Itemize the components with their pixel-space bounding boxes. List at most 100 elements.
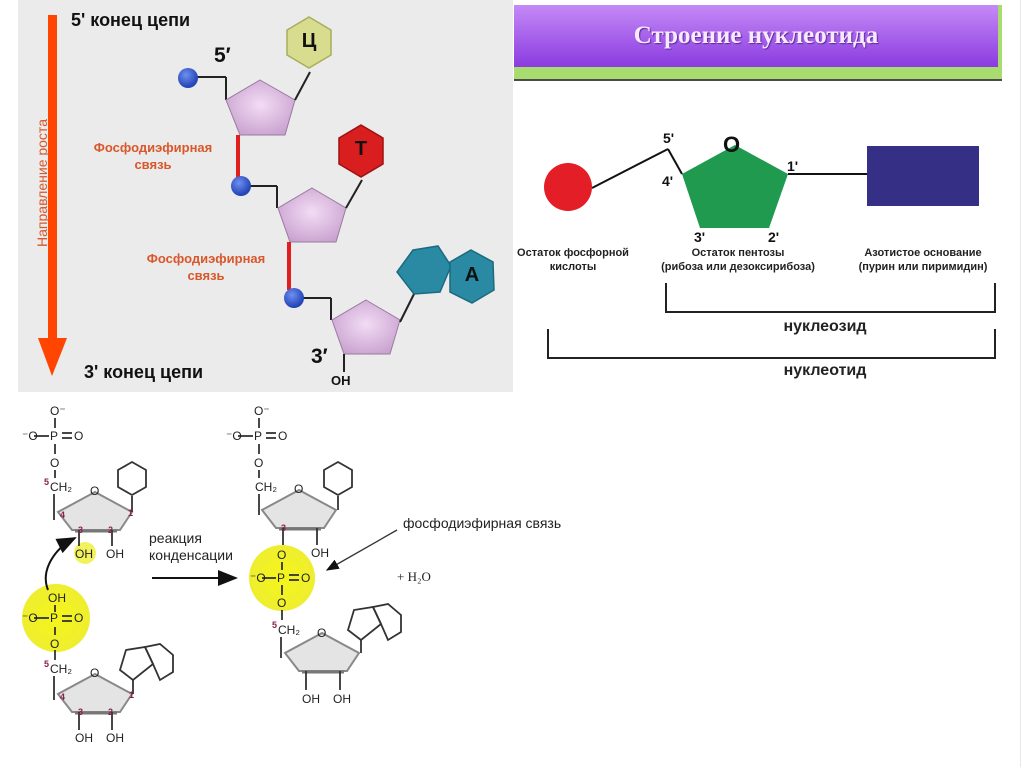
title-shadow xyxy=(998,5,1002,67)
base-purine-a-six xyxy=(449,249,495,304)
atom-oh-2: OH xyxy=(106,731,124,745)
atom-o: O xyxy=(254,456,264,470)
atom-oh-3: OH xyxy=(75,731,93,745)
atom-p: P xyxy=(50,429,59,443)
reaction-highlights xyxy=(22,542,315,652)
base-letter-c: Ц xyxy=(301,30,317,52)
carbon-number: 5 xyxy=(44,659,50,669)
phosphate-circle xyxy=(231,176,251,196)
oh-label: OH xyxy=(331,373,351,388)
title-underline xyxy=(514,67,1002,81)
atom-oh-2: OH xyxy=(106,547,124,561)
carbon-1-label: 1' xyxy=(787,158,799,174)
reaction-label: реакция конденсации xyxy=(149,530,233,564)
chain-diagram-panel xyxy=(18,0,513,392)
sugar-pentagon xyxy=(225,79,296,136)
nucleotide-3 xyxy=(284,245,495,372)
atom-p: P xyxy=(277,571,286,585)
pentose-caption: Остаток пентозы (рибоза или дезоксирибоз… xyxy=(648,246,828,274)
growth-arrow xyxy=(38,15,67,376)
base-purine-a-five xyxy=(396,245,452,295)
atom-o: O xyxy=(50,637,60,651)
growth-arrow-shaft xyxy=(48,15,57,340)
atom-o-ring: O xyxy=(317,626,327,640)
carbon-number: 3 xyxy=(78,707,84,717)
atom-oh-2: OH xyxy=(333,692,351,706)
bond-label-2-line2: связь xyxy=(187,268,225,283)
nucleotide-2 xyxy=(231,124,384,243)
carbon-5-label: 5' xyxy=(663,130,675,146)
bond-label-2-line1: Фосфодиэфирная xyxy=(146,251,266,266)
phosphate-residue-caption: Остаток фосфорной кислоты xyxy=(508,246,638,274)
atom-ch2: CH₂ xyxy=(50,662,72,676)
atom-p: P xyxy=(50,611,59,625)
carbon-number: 2 xyxy=(108,707,114,717)
carbon-number: 3 xyxy=(78,525,84,535)
phosphate-residue-circle xyxy=(544,163,592,211)
sugar-pentagon xyxy=(277,187,347,243)
atom-o: O xyxy=(277,596,287,610)
atom-ch2: CH₂ xyxy=(50,480,72,494)
atom-o-minus: O⁻ xyxy=(50,404,66,418)
phosphate-circle xyxy=(178,68,198,88)
atom-oh-3: OH xyxy=(302,692,320,706)
atom-o-ring: O xyxy=(90,666,100,680)
growth-arrow-head xyxy=(38,338,67,376)
nucleotide-schema xyxy=(544,145,979,228)
three-prime-end-label: 3' конец цепи xyxy=(84,362,204,382)
atom-oh-3: OH xyxy=(75,547,93,561)
atom-o-bridge: O xyxy=(277,548,287,562)
molecule-1 xyxy=(34,418,147,591)
carbon-number: 2 xyxy=(108,525,114,535)
phosphodiester-bond-callout: фосфодиэфирная связь xyxy=(403,515,562,531)
base-letter-a: A xyxy=(464,264,480,286)
carbon-3-label: 3' xyxy=(694,229,706,245)
page-title: Строение нуклеотида xyxy=(633,22,879,49)
five-prime-end-label: 5' конец цепи xyxy=(71,10,191,30)
carbon-number: 4 xyxy=(60,510,66,520)
nucleotide-label: нуклеотид xyxy=(783,362,867,379)
nitrogen-base-caption: Азотистое основание (пурин или пиримидин… xyxy=(848,246,998,274)
ring-oxygen-label: O xyxy=(723,132,741,157)
atom-p: P xyxy=(254,429,263,443)
reaction-label-line1: реакция xyxy=(149,530,202,546)
atom-o-minus: ⁻O xyxy=(22,611,38,625)
atom-o-ring: O xyxy=(90,484,100,498)
pentose-caption-line1: Остаток пентозы xyxy=(691,247,785,259)
carbon-number: 1 xyxy=(128,508,134,518)
atom-o-minus: ⁻O xyxy=(22,429,38,443)
carbon-number: 3 xyxy=(281,523,287,533)
sugar-pentagon xyxy=(331,299,401,355)
three-prime-mark: 3′ xyxy=(311,345,328,368)
atom-o-minus: ⁻O xyxy=(250,571,266,585)
carbon-number: 1 xyxy=(129,690,135,700)
atom-oh-2: OH xyxy=(311,546,329,560)
bond-label-1-line2: связь xyxy=(134,157,172,172)
base-caption-line2: (пурин или пиримидин) xyxy=(858,261,988,273)
atom-o: O xyxy=(74,611,84,625)
nucleoside-bracket xyxy=(665,283,996,313)
atom-ch2: CH₂ xyxy=(255,480,277,494)
atom-o: O xyxy=(301,571,311,585)
atom-o-minus: O⁻ xyxy=(254,404,270,418)
pentose-caption-line2: (рибоза или дезоксирибоза) xyxy=(661,261,815,273)
atom-o-minus: ⁻O xyxy=(226,429,242,443)
water-byproduct: + H₂O xyxy=(397,569,431,584)
carbon-4-label: 4' xyxy=(662,173,674,189)
carbon-2-label: 2' xyxy=(768,229,780,245)
reaction-label-line2: конденсации xyxy=(149,547,233,563)
bond-label-1-line1: Фосфодиэфирная xyxy=(93,140,213,155)
carbon-number: 5 xyxy=(272,620,278,630)
pentose-pentagon xyxy=(682,145,788,228)
phosphate-caption-line2: кислоты xyxy=(549,261,597,273)
base-caption-line1: Азотистое основание xyxy=(864,247,982,259)
atom-oh: OH xyxy=(48,591,66,605)
atom-o: O xyxy=(74,429,84,443)
page-edge xyxy=(1020,0,1021,767)
atom-ch2: CH₂ xyxy=(278,623,300,637)
phosphate-circle xyxy=(284,288,304,308)
product-molecule xyxy=(238,418,402,690)
atom-o: O xyxy=(278,429,288,443)
nucleotide-bracket xyxy=(547,329,996,359)
title-banner xyxy=(514,5,998,67)
